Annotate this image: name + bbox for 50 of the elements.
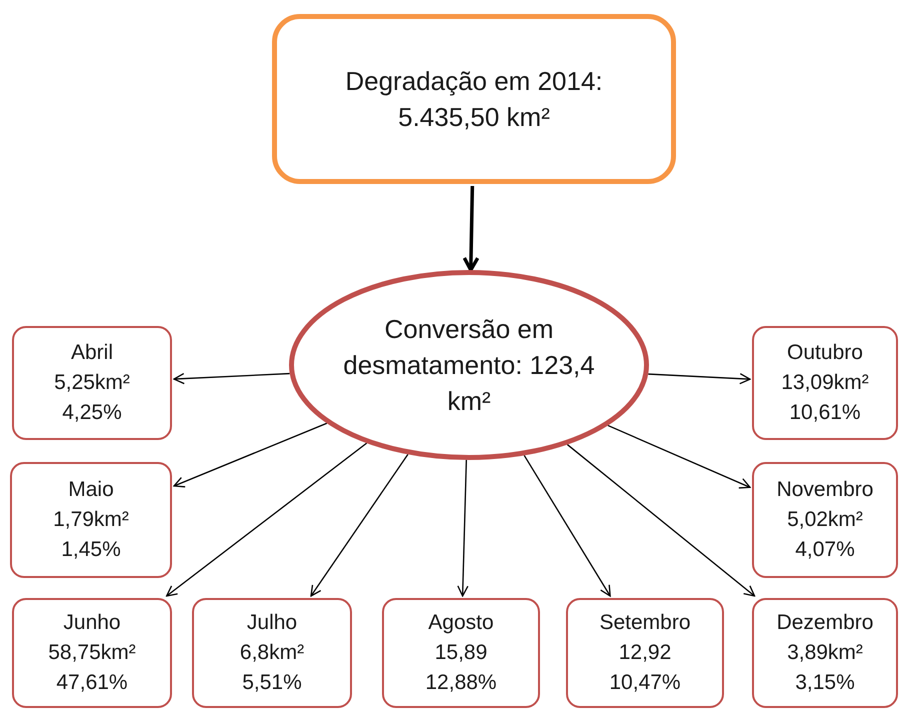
- percent-value: 5,51%: [242, 670, 302, 696]
- area-value: 5,25km²: [54, 370, 130, 396]
- area-value: 1,79km²: [53, 507, 129, 533]
- arrow: [608, 424, 751, 489]
- ellipse-node: [289, 270, 649, 460]
- arrow: [173, 372, 290, 384]
- area-value: 5,02km²: [787, 507, 863, 533]
- arrow: [462, 186, 480, 272]
- month-label: Novembro: [776, 477, 874, 503]
- month-box: [382, 598, 540, 708]
- month-box: [192, 598, 352, 708]
- month-box: [12, 598, 172, 708]
- month-box: [12, 326, 172, 440]
- area-value: 15,89: [434, 640, 488, 666]
- area-value: 58,75km²: [48, 640, 136, 666]
- percent-value: 4,25%: [62, 400, 122, 426]
- month-label: Junho: [63, 610, 121, 636]
- percent-value: 10,61%: [789, 400, 861, 426]
- arrow: [166, 442, 368, 597]
- node-text: Conversão em desmatamento: 123,4 km²: [342, 313, 596, 418]
- percent-value: 1,45%: [61, 537, 121, 563]
- area-value: 12,92: [618, 640, 672, 666]
- percent-value: 12,88%: [425, 670, 497, 696]
- arrow: [457, 460, 468, 597]
- month-label: Dezembro: [776, 610, 874, 636]
- percent-value: 10,47%: [609, 670, 681, 696]
- area-value: 3,89km²: [787, 640, 863, 666]
- arrow: [310, 454, 408, 597]
- month-box: [566, 598, 724, 708]
- month-label: Outubro: [787, 340, 863, 366]
- arrow: [566, 444, 756, 597]
- month-label: Julho: [246, 610, 298, 636]
- month-box: [752, 598, 898, 708]
- arrow: [173, 422, 328, 488]
- month-label: Agosto: [428, 610, 494, 636]
- percent-value: 47,61%: [56, 670, 128, 696]
- arrow: [524, 455, 611, 597]
- arrow: [648, 373, 751, 384]
- node-text: Degradação em 2014: 5.435,50 km²: [344, 65, 604, 134]
- month-label: Setembro: [599, 610, 691, 636]
- month-box: [752, 326, 898, 440]
- percent-value: 3,15%: [795, 670, 855, 696]
- process-box: [272, 14, 676, 184]
- month-box: [10, 462, 172, 578]
- area-value: 6,8km²: [240, 640, 304, 666]
- area-value: 13,09km²: [781, 370, 869, 396]
- month-label: Maio: [68, 477, 114, 503]
- month-box: [752, 462, 898, 578]
- month-label: Abril: [70, 340, 113, 366]
- percent-value: 4,07%: [795, 537, 855, 563]
